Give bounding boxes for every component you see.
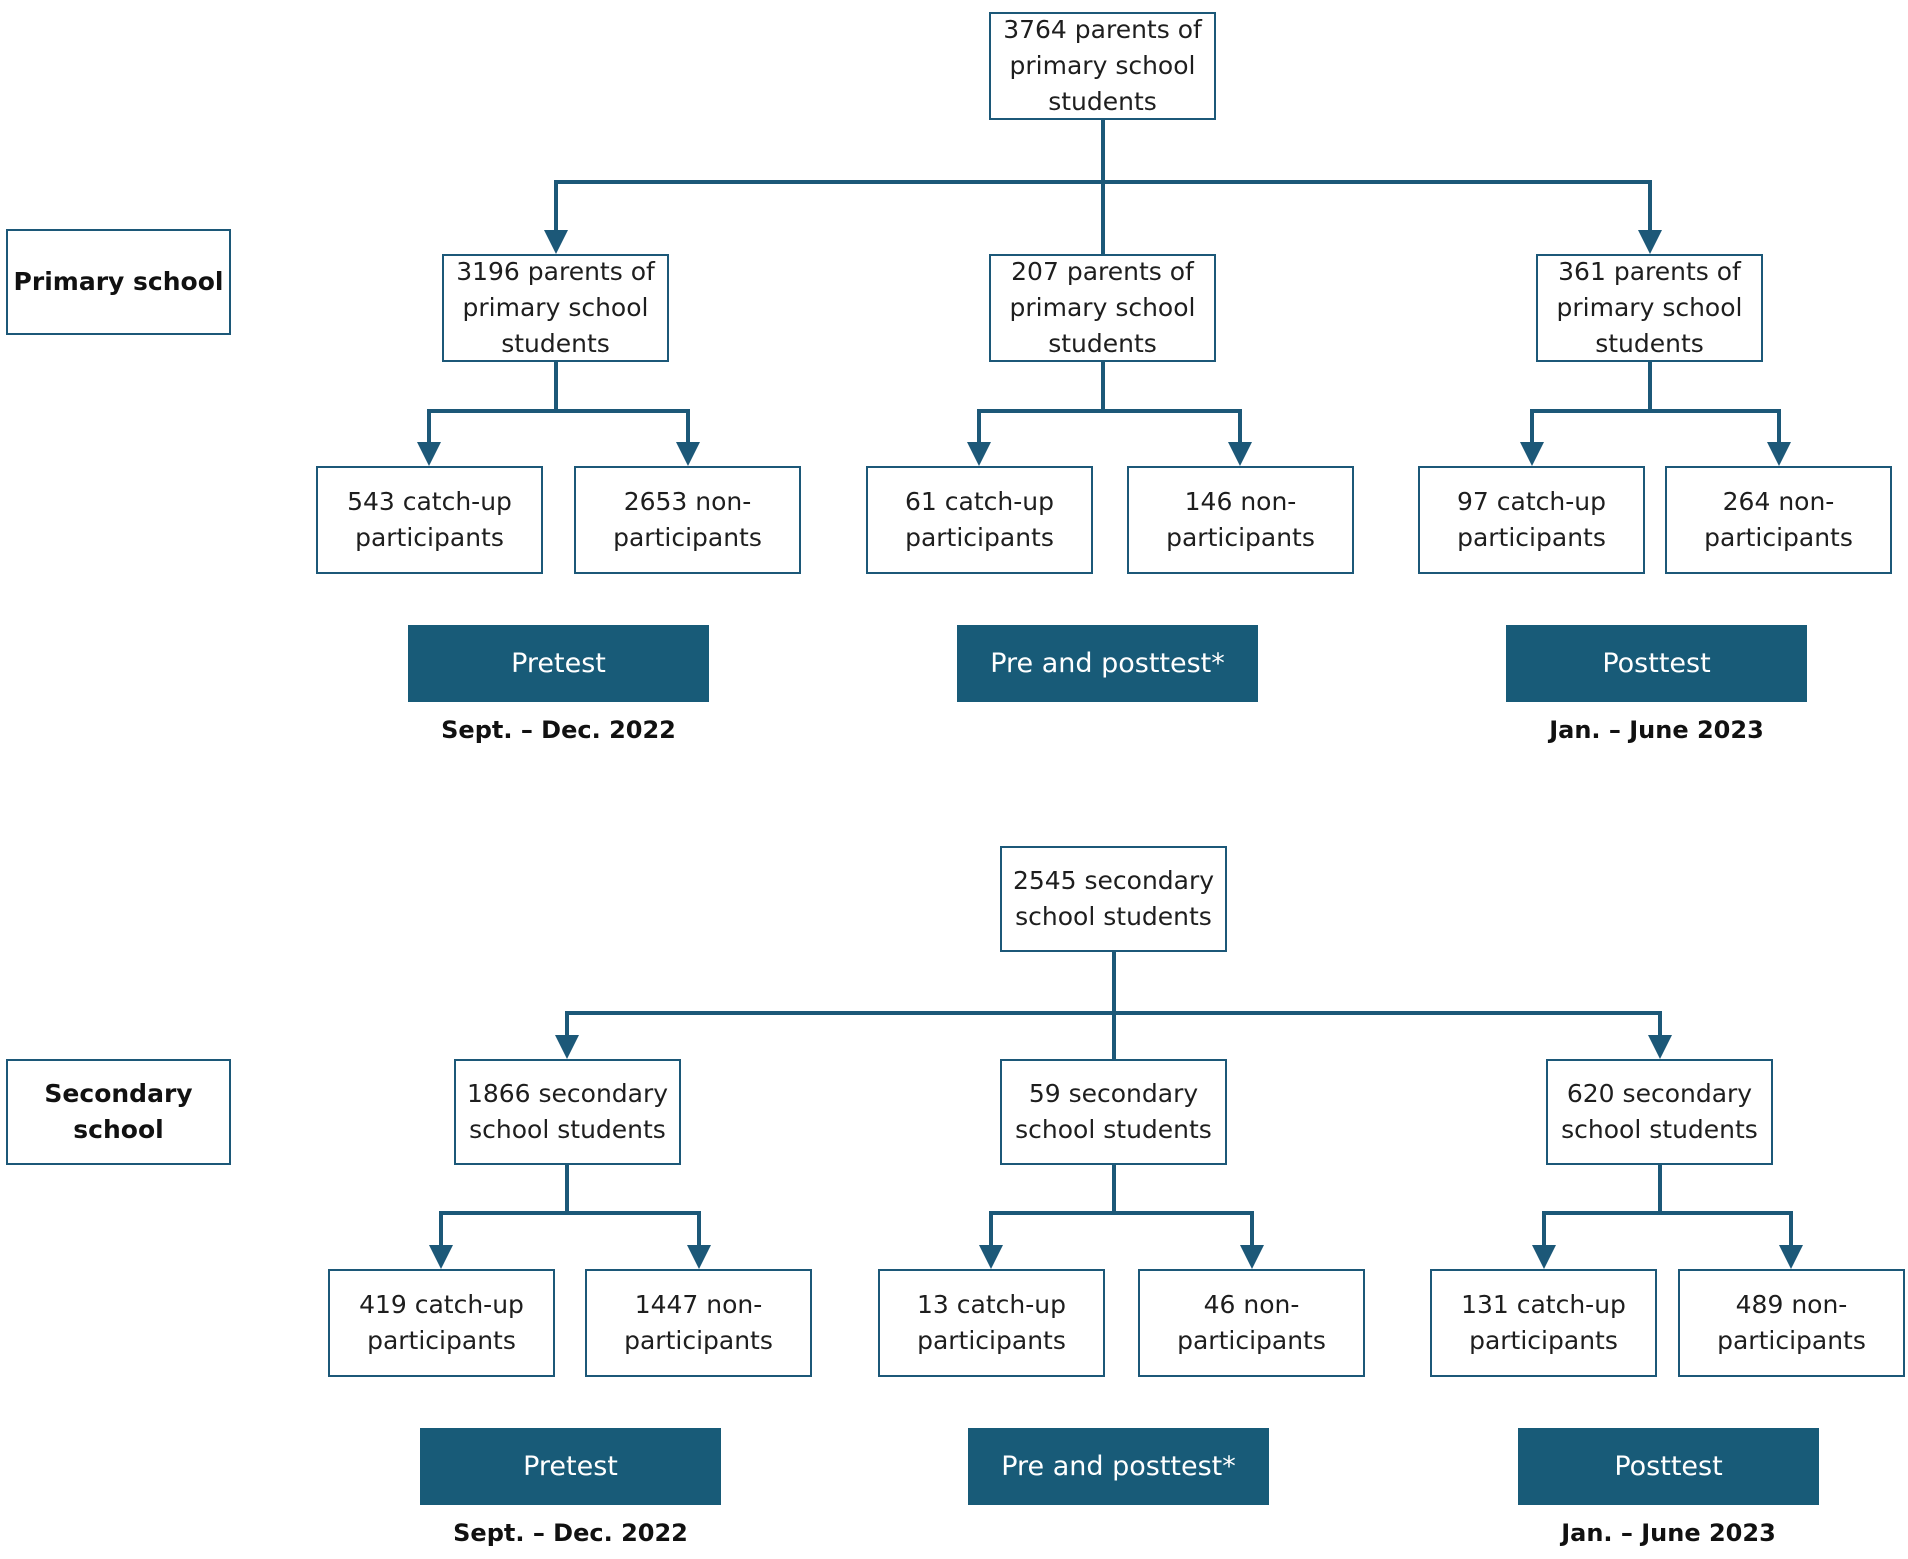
group-total-box: 3196 parents of primary school students [442, 254, 669, 362]
period-date: Jan. – June 2023 [1549, 716, 1764, 744]
arrowhead [1532, 1245, 1556, 1269]
participants-box: 97 catch-up participants [1418, 466, 1645, 574]
non-participants-box: 46 non- participants [1138, 1269, 1365, 1377]
root-box-secondary: 2545 secondary school students [1000, 846, 1227, 952]
section-label-secondary: Secondary school [6, 1059, 231, 1165]
arrowhead [429, 1245, 453, 1269]
arrowhead [1767, 442, 1791, 466]
participants-box: 13 catch-up participants [878, 1269, 1105, 1377]
root-box-primary: 3764 parents of primary school students [989, 12, 1216, 120]
group-total-box: 1866 secondary school students [454, 1059, 681, 1165]
participants-box: 419 catch-up participants [328, 1269, 555, 1377]
non-participants-box: 264 non- participants [1665, 466, 1892, 574]
arrowhead [687, 1245, 711, 1269]
arrowhead [967, 442, 991, 466]
non-participants-box: 146 non- participants [1127, 466, 1354, 574]
phase-label: Posttest [1506, 625, 1807, 702]
arrowhead [544, 230, 568, 254]
arrowhead [417, 442, 441, 466]
phase-label: Pretest [420, 1428, 721, 1505]
participants-box: 543 catch-up participants [316, 466, 543, 574]
non-participants-box: 2653 non- participants [574, 466, 801, 574]
period-date: Sept. – Dec. 2022 [453, 1519, 688, 1547]
arrowhead [1520, 442, 1544, 466]
arrowhead [676, 442, 700, 466]
group-total-box: 361 parents of primary school students [1536, 254, 1763, 362]
group-total-box: 59 secondary school students [1000, 1059, 1227, 1165]
arrowhead [1240, 1245, 1264, 1269]
arrowhead [555, 1035, 579, 1059]
participants-box: 61 catch-up participants [866, 466, 1093, 574]
participants-box: 131 catch-up participants [1430, 1269, 1657, 1377]
arrowhead [979, 1245, 1003, 1269]
non-participants-box: 1447 non- participants [585, 1269, 812, 1377]
group-total-box: 207 parents of primary school students [989, 254, 1216, 362]
non-participants-box: 489 non- participants [1678, 1269, 1905, 1377]
arrowhead [1648, 1035, 1672, 1059]
arrowhead [1638, 230, 1662, 254]
arrowhead [1228, 442, 1252, 466]
phase-label: Pre and posttest* [957, 625, 1258, 702]
phase-label: Pre and posttest* [968, 1428, 1269, 1505]
period-date: Sept. – Dec. 2022 [441, 716, 676, 744]
group-total-box: 620 secondary school students [1546, 1059, 1773, 1165]
period-date: Jan. – June 2023 [1561, 1519, 1776, 1547]
phase-label: Posttest [1518, 1428, 1819, 1505]
phase-label: Pretest [408, 625, 709, 702]
arrowhead [1779, 1245, 1803, 1269]
section-label-primary: Primary school [6, 229, 231, 335]
